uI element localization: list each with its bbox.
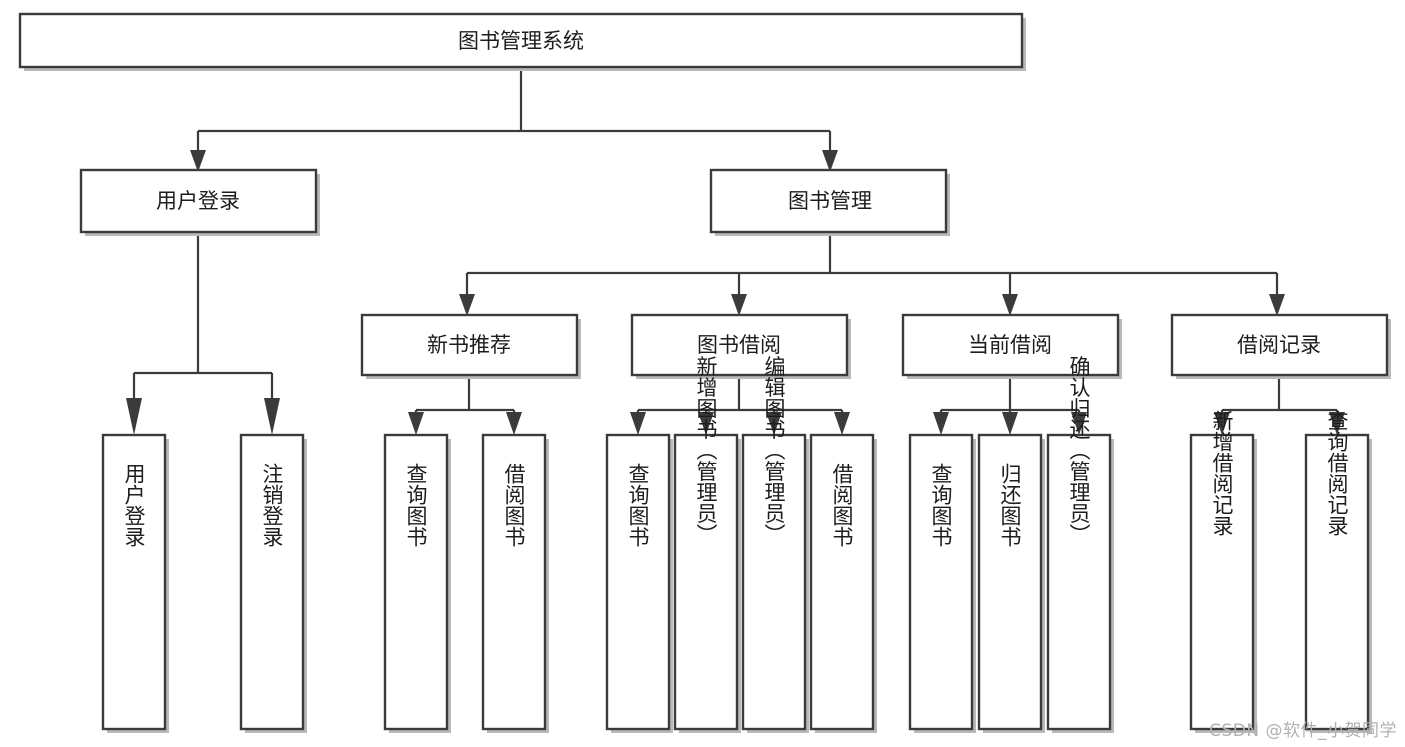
node-book-mgmt-label: 图书管理: [788, 189, 872, 213]
node-borrow-record-label: 借阅记录: [1237, 333, 1321, 357]
arrow-bookmgmt-bookborrow: [731, 294, 747, 316]
node-book-borrow-box: [630, 313, 849, 377]
node-leaf-query-book-2[interactable]: 查询图书: [605, 433, 673, 733]
node-leaf-confirm-return[interactable]: 确认归还（管理员）: [1046, 356, 1114, 734]
node-leaf-add-book-label: 新增图书（管理员）: [694, 356, 718, 545]
node-leaf-borrow-book-2-box: [809, 433, 875, 731]
arrow-bookmgmt-currentborrow: [1002, 294, 1018, 316]
node-leaf-query-book-3[interactable]: 查询图书: [908, 433, 976, 733]
node-book-borrow-label: 图书借阅: [697, 333, 781, 357]
node-root-box: [18, 12, 1024, 69]
node-user-login-box: [79, 168, 318, 234]
node-leaf-borrow-book-1-label: 借阅图书: [502, 463, 526, 547]
node-leaf-add-book[interactable]: 新增图书（管理员）: [673, 356, 741, 734]
node-user-login[interactable]: 用户登录: [79, 168, 320, 236]
arrow-bookborrow-leaf4: [834, 412, 850, 435]
node-leaf-query-record-box: [1304, 433, 1370, 731]
arrow-root-to-user-login: [190, 150, 206, 172]
node-leaf-add-record-label: 新增借阅记录: [1210, 410, 1234, 536]
node-borrow-record-box: [1170, 313, 1389, 377]
node-user-login-label: 用户登录: [156, 189, 240, 213]
node-current-borrow-box: [901, 313, 1120, 377]
arrow-root-to-book-mgmt: [822, 150, 838, 172]
arrow-borrowrecord-leaf1: [1214, 412, 1230, 435]
node-leaf-borrow-book-1-box: [481, 433, 547, 731]
node-root[interactable]: 图书管理系统: [18, 12, 1026, 71]
node-leaf-user-login[interactable]: 用户登录: [101, 433, 169, 733]
node-book-mgmt[interactable]: 图书管理: [709, 168, 950, 236]
node-leaf-borrow-book-2[interactable]: 借阅图书: [809, 433, 877, 733]
node-leaf-query-book-2-label: 查询图书: [626, 463, 650, 547]
node-new-book-rec-box: [360, 313, 579, 377]
node-leaf-add-book-box: [673, 433, 739, 731]
node-leaf-logout[interactable]: 注销登录: [239, 433, 307, 733]
node-leaf-return-book-box: [977, 433, 1043, 731]
arrow-bookborrow-leaf3: [766, 412, 782, 435]
arrow-currentborrow-leaf1: [933, 412, 949, 435]
node-leaf-return-book-label: 归还图书: [998, 463, 1022, 547]
node-leaf-query-book-3-box: [908, 433, 974, 731]
arrow-bookmgmt-borrowrecord: [1269, 294, 1285, 316]
arrow-borrowrecord-leaf2: [1329, 412, 1345, 435]
node-leaf-query-book-3-label: 查询图书: [929, 463, 953, 547]
node-leaf-edit-book[interactable]: 编辑图书（管理员）: [741, 356, 809, 734]
node-borrow-record[interactable]: 借阅记录: [1170, 313, 1391, 379]
node-current-borrow[interactable]: 当前借阅: [901, 313, 1122, 379]
arrow-userlogin-leaf2: [264, 398, 280, 435]
node-leaf-query-book-1-box: [383, 433, 449, 731]
arrow-currentborrow-leaf2: [1002, 412, 1018, 435]
connector-layer: [126, 67, 1345, 435]
node-leaf-return-book[interactable]: 归还图书: [977, 433, 1045, 733]
node-leaf-user-login-label: 用户登录: [122, 463, 146, 547]
node-root-label: 图书管理系统: [458, 29, 584, 53]
node-leaf-add-record[interactable]: 新增借阅记录: [1189, 410, 1257, 733]
node-leaf-confirm-return-label: 确认归还（管理员）: [1067, 356, 1091, 545]
node-book-mgmt-box: [709, 168, 948, 234]
node-leaf-logout-label: 注销登录: [260, 463, 284, 547]
node-leaf-borrow-book-1[interactable]: 借阅图书: [481, 433, 549, 733]
node-leaf-query-record-label: 查询借阅记录: [1325, 410, 1349, 536]
node-book-borrow[interactable]: 图书借阅: [630, 313, 851, 379]
node-current-borrow-label: 当前借阅: [968, 333, 1052, 357]
node-leaf-query-book-1-label: 查询图书: [404, 463, 428, 547]
node-new-book-rec-label: 新书推荐: [427, 333, 511, 357]
arrow-newbook-leaf2: [506, 412, 522, 435]
node-leaf-borrow-book-2-label: 借阅图书: [830, 463, 854, 547]
arrow-currentborrow-leaf3: [1071, 412, 1087, 435]
node-leaf-user-login-box: [101, 433, 167, 731]
node-leaf-logout-box: [239, 433, 305, 731]
node-leaf-add-record-box: [1189, 433, 1255, 731]
node-new-book-rec[interactable]: 新书推荐: [360, 313, 581, 379]
arrow-bookborrow-leaf1: [630, 412, 646, 435]
node-leaf-query-book-2-box: [605, 433, 671, 731]
arrow-newbook-leaf1: [408, 412, 424, 435]
node-leaf-edit-book-label: 编辑图书（管理员）: [762, 356, 786, 545]
node-leaf-edit-book-box: [741, 433, 807, 731]
node-leaf-query-book-1[interactable]: 查询图书: [383, 433, 451, 733]
arrow-bookborrow-leaf2: [698, 412, 714, 435]
arrow-bookmgmt-newbook: [459, 294, 475, 316]
arrow-userlogin-leaf1: [126, 398, 142, 435]
node-leaf-confirm-return-box: [1046, 433, 1112, 731]
node-leaf-query-record[interactable]: 查询借阅记录: [1304, 410, 1372, 733]
